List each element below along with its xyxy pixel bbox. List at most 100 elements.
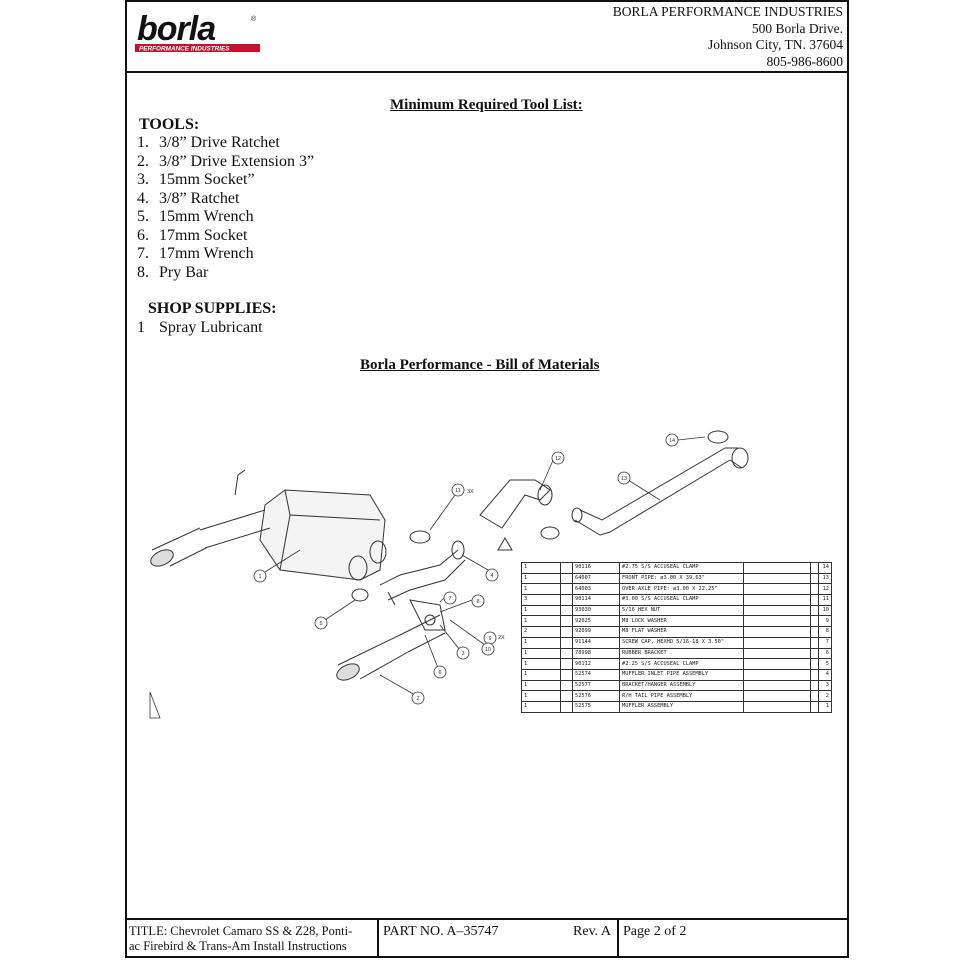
bom-blank bbox=[743, 690, 811, 702]
page-header: borla PERFORMANCE INDUSTRIES ® BORLA PER… bbox=[125, 0, 849, 73]
muffler-inlet-pipe-part bbox=[379, 540, 466, 606]
revision: Rev. A bbox=[573, 924, 611, 939]
clamp-parts bbox=[351, 430, 729, 602]
callout-circle-7 bbox=[443, 591, 457, 605]
company-city: Johnson City, TN. 37604 bbox=[707, 37, 843, 52]
bom-blank bbox=[743, 700, 811, 713]
bom-qty: 1 bbox=[521, 636, 561, 649]
bom-item-number: 5 bbox=[818, 658, 832, 670]
callout-number-1: 1 bbox=[258, 574, 261, 580]
bom-blank bbox=[560, 700, 573, 713]
bom-item-number: 11 bbox=[818, 594, 832, 606]
bom-blank bbox=[810, 700, 819, 713]
tool-item: 1.3/8” Drive Ratchet bbox=[137, 134, 314, 153]
bom-title: Borla Performance - Bill of Materials bbox=[360, 357, 600, 373]
company-street: 500 Borla Drive. bbox=[751, 20, 843, 36]
callout-number-6: 6 bbox=[438, 670, 441, 676]
bom-blank bbox=[560, 668, 573, 681]
bom-item-number: 12 bbox=[818, 583, 832, 596]
bom-description: #2.75 S/S ACCUSEAL CLAMP bbox=[619, 562, 744, 574]
over-axle-pipe-part bbox=[479, 479, 553, 529]
bom-blank bbox=[560, 679, 573, 692]
bom-blank bbox=[810, 658, 819, 670]
callout-circle-12 bbox=[551, 451, 565, 465]
bom-qty: 1 bbox=[521, 583, 561, 596]
bom-blank bbox=[810, 668, 819, 681]
bom-blank bbox=[743, 626, 811, 638]
bom-part-number: 52574 bbox=[572, 668, 620, 681]
bom-blank bbox=[743, 562, 811, 574]
page-cell: Page 2 of 2 bbox=[619, 920, 847, 958]
callout-circle-5 bbox=[314, 616, 328, 630]
tool-item: 7. 17mm Wrench bbox=[137, 245, 314, 264]
bom-blank bbox=[743, 615, 811, 628]
bom-blank bbox=[810, 679, 819, 692]
bom-qty: 1 bbox=[521, 562, 561, 574]
tool-item-label: 3/8” Drive Ratchet bbox=[159, 134, 280, 151]
logo-tagline: PERFORMANCE INDUSTRIES bbox=[139, 46, 230, 53]
bom-part-number: 91144 bbox=[572, 636, 620, 649]
page-frame bbox=[125, 0, 849, 958]
company-phone: 805-986-8600 bbox=[766, 53, 844, 69]
bom-qty: 1 bbox=[521, 668, 561, 681]
tool-item-label: 17mm Wrench bbox=[159, 245, 254, 262]
tool-item-label: Pry Bar bbox=[159, 263, 209, 281]
bom-part-number: 64003 bbox=[572, 583, 620, 596]
tool-item-number: 6. bbox=[137, 226, 149, 244]
bom-description: #3.00 S/S ACCUSEAL CLAMP bbox=[619, 594, 744, 606]
callout-number-4: 4 bbox=[490, 573, 493, 579]
bom-blank bbox=[810, 594, 819, 606]
callout-number-11: 11 bbox=[455, 488, 461, 494]
callout-qty-label: 2X bbox=[498, 635, 505, 641]
callout-circle-1 bbox=[253, 569, 267, 583]
bom-description: BRACKET/HANGER ASSEMBLY bbox=[619, 679, 744, 692]
bom-qty: 1 bbox=[521, 604, 561, 617]
tool-item-number: 7. bbox=[137, 245, 149, 262]
bom-blank bbox=[810, 562, 819, 574]
callout-number-7: 7 bbox=[448, 596, 451, 602]
callout-circle-6 bbox=[433, 665, 447, 679]
bom-blank bbox=[560, 572, 573, 585]
callout-leaders bbox=[264, 436, 706, 696]
bom-part-number: 92025 bbox=[572, 615, 620, 628]
title-line2: ac Firebird & Trans-Am Install Instructi… bbox=[129, 939, 347, 953]
bom-qty: 1 bbox=[521, 615, 561, 628]
bom-item-number: 4 bbox=[818, 668, 832, 681]
company-name: BORLA PERFORMANCE INDUSTRIES bbox=[612, 4, 843, 19]
bom-blank bbox=[560, 562, 573, 574]
bom-qty: 1 bbox=[521, 647, 561, 660]
title-cell: TITLE: Chevrolet Camaro SS & Z28, Ponti-… bbox=[125, 920, 379, 958]
callout-number-10: 10 bbox=[485, 647, 491, 653]
logo-red-bar bbox=[135, 44, 260, 52]
tool-item: 8.Pry Bar bbox=[137, 264, 314, 283]
callout-circle-10 bbox=[481, 642, 495, 656]
tool-item-number: 3. bbox=[137, 171, 149, 188]
tool-item: 4.3/8” Ratchet bbox=[137, 190, 314, 209]
callout-circle-14 bbox=[665, 433, 679, 447]
bom-item-number: 7 bbox=[818, 636, 832, 649]
bom-description: MUFFLER ASSEMBLY bbox=[619, 700, 744, 713]
svg-text:®: ® bbox=[251, 15, 257, 23]
bom-description: M8 LOCK WASHER bbox=[619, 615, 744, 628]
callout-number-8: 8 bbox=[476, 599, 479, 605]
bom-blank bbox=[560, 594, 573, 606]
bom-blank bbox=[560, 583, 573, 596]
bom-qty: 1 bbox=[521, 572, 561, 585]
tool-item-number: 5. bbox=[137, 208, 149, 225]
bom-qty: 1 bbox=[521, 679, 561, 692]
company-address: BORLA PERFORMANCE INDUSTRIES 500 Borla D… bbox=[613, 4, 843, 70]
bom-description: RUBBER BRACKET bbox=[619, 647, 744, 660]
callout-number-12: 12 bbox=[555, 456, 561, 462]
